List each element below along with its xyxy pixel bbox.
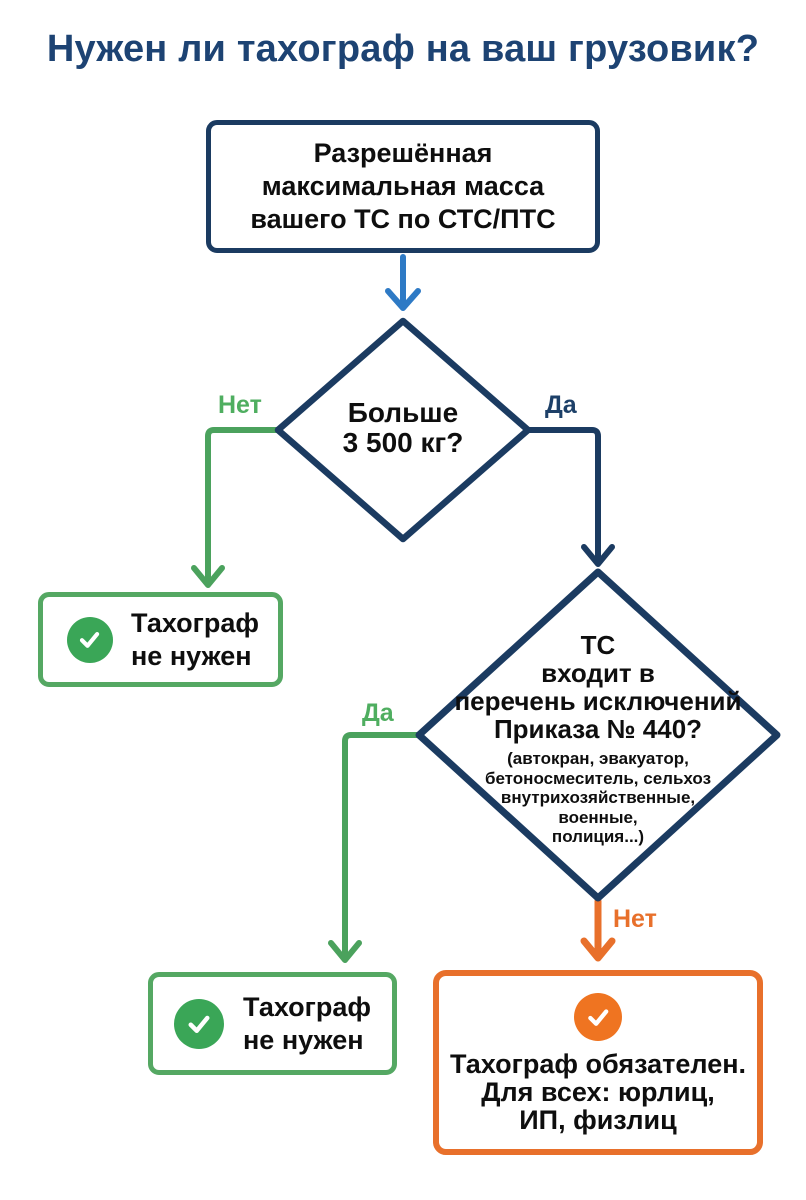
arrow-decision1-no	[191, 427, 281, 588]
decision1-question: Больше 3 500 кг?	[342, 397, 464, 458]
decision2-examples: (автокран, эвакуатор, бетоносмеситель, с…	[484, 749, 712, 846]
result-box-not-needed-1: Тахограф не нужен	[38, 592, 283, 687]
decision1-diamond	[274, 317, 532, 543]
check-icon	[574, 993, 622, 1041]
page-title: Нужен ли тахограф на ваш грузовик?	[46, 28, 760, 70]
decision2-diamond	[415, 568, 781, 902]
decision2-question: ТС входит в перечень исключений Приказа …	[454, 630, 742, 744]
decision2-yes-label: Да	[362, 699, 394, 727]
arrow-start-to-decision1	[385, 254, 421, 311]
arrow-decision1-yes	[525, 427, 615, 567]
start-box-text: Разрешённая максимальная масса вашего ТС…	[250, 138, 556, 234]
arrow-decision2-no	[580, 897, 616, 962]
result-not-needed-text: Тахограф не нужен	[131, 607, 260, 671]
arrow-decision2-yes	[328, 732, 422, 963]
decision2-no-label: Нет	[613, 905, 657, 933]
check-icon	[67, 616, 113, 663]
result-box-required: Тахограф обязателен. Для всех: юрлиц, ИП…	[433, 970, 763, 1155]
result-box-not-needed-2: Тахограф не нужен	[148, 972, 397, 1075]
decision1-no-label: Нет	[218, 391, 262, 419]
result-required-text: Тахограф обязателен. Для всех: юрлиц, ИП…	[449, 1049, 747, 1135]
result-not-needed-text: Тахограф не нужен	[243, 991, 372, 1055]
start-box: Разрешённая максимальная масса вашего ТС…	[206, 120, 600, 253]
check-icon	[174, 998, 224, 1049]
decision1-yes-label: Да	[545, 391, 577, 419]
